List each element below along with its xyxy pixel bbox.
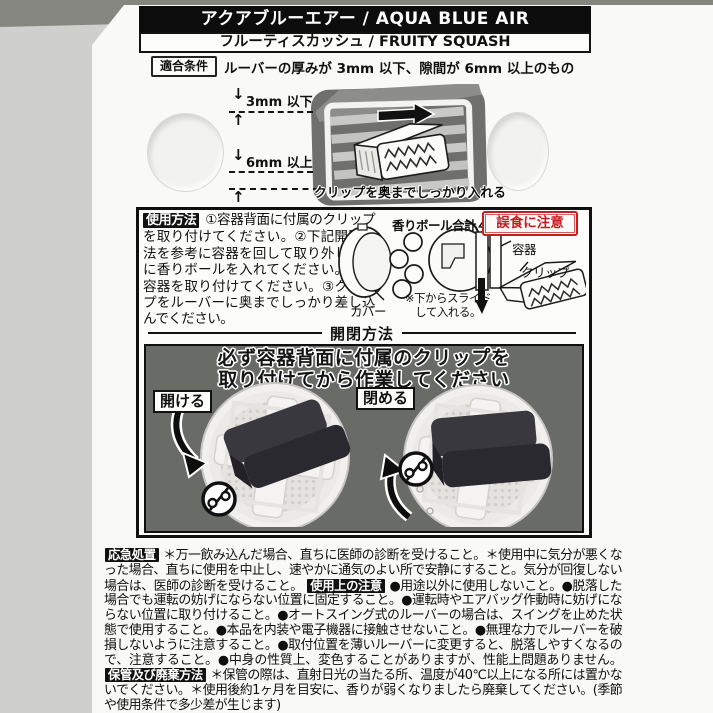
dashed-line bbox=[229, 111, 313, 113]
dashed-line bbox=[229, 171, 313, 173]
dashed-line bbox=[229, 188, 319, 190]
clip-on-dial bbox=[431, 410, 552, 488]
caution-label: 使用上の注意 bbox=[307, 578, 385, 593]
arrow-down-icon: ↓ bbox=[232, 85, 245, 103]
usage-method-label: 使用方法 bbox=[143, 213, 200, 228]
vent-illustration bbox=[311, 84, 488, 206]
warning-badge: 誤食に注意 bbox=[482, 211, 578, 236]
unlock-icon bbox=[201, 481, 237, 517]
insert-arrow-icon bbox=[377, 101, 436, 127]
compat-label: 適合条件 bbox=[151, 56, 217, 77]
arrow-up-icon: ↑ bbox=[232, 188, 245, 206]
clip-label: クリップ bbox=[521, 265, 570, 280]
notices-paragraph: 応急処置 ＊万一飲み込んだ場合、直ちに医師の診断を受けること。＊使用中に気分が悪… bbox=[104, 548, 623, 713]
cover-label: カバー bbox=[350, 304, 387, 319]
storage-label: 保管及び廃棄方法 bbox=[105, 668, 206, 683]
gap-label: 6mm 以上 bbox=[246, 156, 313, 171]
first-aid-label: 応急処置 bbox=[105, 548, 159, 562]
slide-up-arrow-icon bbox=[475, 278, 488, 314]
clip-leader-line bbox=[519, 261, 529, 272]
hang-hole-left bbox=[147, 113, 224, 192]
slide-note: ※下からスライド して入れる。 bbox=[404, 291, 492, 319]
product-subtitle: フルーティスカッシュ / FRUITY SQUASH bbox=[139, 32, 591, 53]
close-tag: 閉める bbox=[356, 387, 416, 410]
fragrance-balls bbox=[389, 232, 424, 299]
arrow-down-icon: ↓ bbox=[232, 146, 245, 164]
assembly-diagram bbox=[338, 219, 586, 314]
clip-small-drawing bbox=[497, 260, 586, 310]
cover-drawing bbox=[338, 223, 392, 301]
dial-close-photo bbox=[402, 383, 554, 527]
caution-text: ●用途以外に使用しないこと。●脱落した場合でも運転の妨げにならない位置に固定する… bbox=[104, 578, 623, 668]
first-aid-text: ＊万一飲み込んだ場合、直ちに医師の診断を受けること。＊使用中に気分が悪くなった場… bbox=[104, 548, 623, 594]
clip-on-dial bbox=[223, 399, 351, 489]
container-label: 容器 bbox=[512, 242, 537, 257]
thickness-label: 3mm 以下 bbox=[246, 95, 313, 110]
open-close-title: 開閉方法 bbox=[330, 324, 395, 343]
clip-drawing bbox=[353, 123, 450, 181]
open-tag: 開ける bbox=[153, 390, 213, 413]
vent-caption: クリップを奥までしっかり入れる bbox=[314, 186, 506, 201]
compat-text: ルーバーの厚みが 3mm 以下、隙間が 6mm 以上のもの bbox=[224, 61, 575, 77]
hang-hole-right bbox=[487, 112, 549, 191]
storage-text: ＊保管の際は、直射日光の当たる所、温度が40℃以上になる所には置かないでください… bbox=[104, 668, 623, 713]
arrow-up-icon: ↑ bbox=[232, 111, 245, 129]
balls-label: 香りボール合計４個 bbox=[392, 218, 501, 233]
product-title: アクアブルーエアー / AQUA BLUE AIR bbox=[139, 6, 591, 32]
container-drawing bbox=[428, 225, 512, 292]
usage-method-text: ①容器背面に付属のクリップを取り付けてください。②下記開閉方法を参考に容器を回し… bbox=[143, 212, 376, 328]
lock-icon bbox=[398, 451, 434, 487]
dial-open-photo bbox=[199, 381, 351, 527]
divider-line bbox=[148, 332, 322, 334]
open-close-divider: 開閉方法 bbox=[148, 324, 577, 343]
divider-line bbox=[402, 332, 577, 334]
dial-photos bbox=[170, 381, 554, 527]
usage-section: 使用方法 ①容器背面に付属のクリップを取り付けてください。②下記開閉方法を参考に… bbox=[143, 212, 376, 328]
